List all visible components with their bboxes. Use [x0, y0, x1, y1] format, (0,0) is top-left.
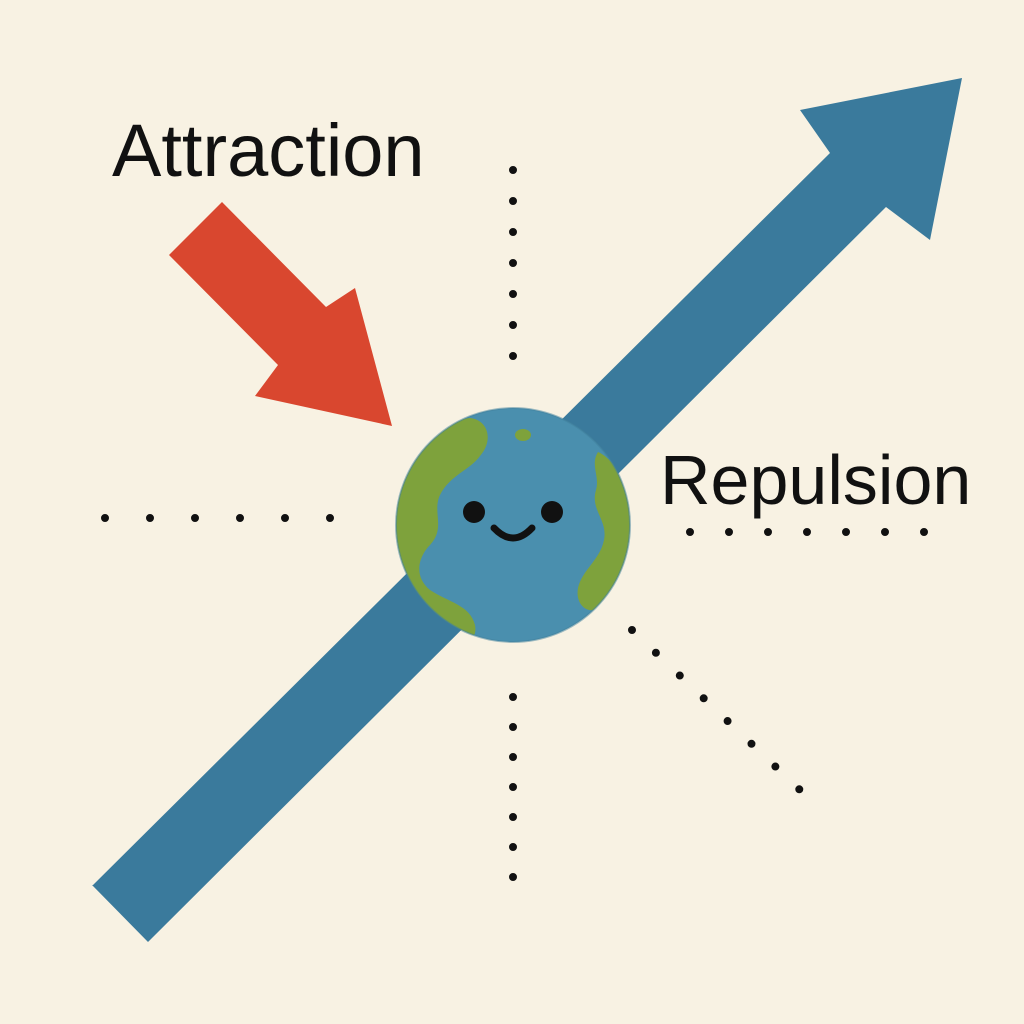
repulsion-label: Repulsion [660, 441, 972, 519]
continent-west [396, 418, 488, 642]
island [515, 429, 531, 441]
continent-east [577, 452, 630, 611]
attraction-arrow-icon [169, 202, 392, 426]
right-eye [541, 501, 563, 523]
dotted-line-diagonal [628, 626, 804, 794]
attraction-label: Attraction [112, 109, 425, 192]
dotted-guides [101, 166, 929, 884]
earth-planet-icon [395, 407, 631, 643]
left-eye [463, 501, 485, 523]
smile [490, 524, 536, 542]
